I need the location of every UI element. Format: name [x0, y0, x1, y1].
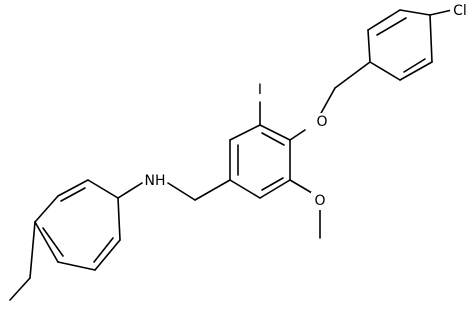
bond — [289, 129, 306, 141]
bond — [261, 177, 284, 191]
bond — [94, 239, 121, 271]
bond — [367, 29, 371, 63]
bond — [259, 124, 291, 141]
bond — [60, 187, 86, 202]
bond — [334, 61, 371, 89]
bond — [376, 17, 407, 36]
atom-labels: Cl O I O NH — [143, 2, 472, 210]
chlorine-label-bg — [450, 2, 472, 20]
amine-label: NH — [145, 173, 166, 189]
iodine-label: I — [258, 82, 262, 98]
iodine-atom: I — [255, 81, 265, 99]
bond — [117, 197, 121, 241]
bond — [367, 9, 401, 31]
bond — [9, 277, 31, 301]
bond — [319, 87, 336, 116]
bond-lines — [9, 9, 453, 301]
bond — [57, 261, 96, 271]
bond — [167, 182, 196, 201]
chlorine-atom: Cl — [450, 2, 472, 20]
bond — [399, 61, 433, 81]
bond — [93, 237, 114, 263]
bond — [87, 179, 119, 199]
amine-atom: NH — [143, 172, 167, 190]
amine-label-bg — [143, 172, 167, 190]
ether-oxygen-label: O — [316, 114, 327, 130]
ether-oxygen-atom: O — [313, 113, 331, 131]
ether-oxygen-label-bg — [313, 113, 331, 131]
bond — [34, 221, 59, 263]
bond — [261, 132, 285, 146]
bond — [42, 227, 64, 257]
chlorine-label: Cl — [453, 3, 467, 19]
bond — [369, 61, 401, 81]
bond — [57, 179, 89, 197]
bond — [29, 221, 36, 279]
bond — [194, 179, 231, 201]
methoxy-oxygen-label-bg — [311, 192, 329, 210]
bond — [429, 14, 433, 63]
iodine-label-bg — [255, 81, 265, 99]
bond — [117, 182, 143, 199]
bond — [229, 179, 261, 199]
methoxy-oxygen-atom: O — [311, 192, 329, 210]
bond — [34, 195, 59, 223]
bond — [259, 179, 291, 199]
bond — [429, 9, 453, 16]
bond — [403, 58, 426, 73]
bond — [289, 179, 313, 194]
bond — [229, 124, 261, 141]
methoxy-oxygen-label: O — [314, 193, 325, 209]
bond — [399, 9, 431, 16]
